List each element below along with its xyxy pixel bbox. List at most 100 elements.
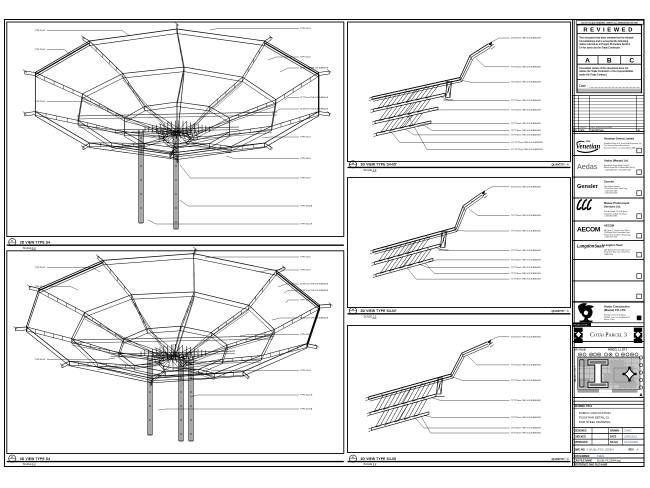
- svg-text:FIRST ISSUE FOR REVIEW: FIRST ISSUE FOR REVIEW: [591, 127, 613, 129]
- svg-text:t +853 2855 5388: t +853 2855 5388: [604, 215, 617, 218]
- svg-text:75*75*6mm THK G.M.S ANGLES: 75*75*6mm THK G.M.S ANGLES: [511, 122, 541, 125]
- svg-text:Avenida da Praia Grande No.665: Avenida da Praia Grande No.665: [604, 164, 629, 167]
- svg-text:Consultant review of this docu: Consultant review of this document does …: [579, 67, 628, 70]
- svg-text:This document has been reviewe: This document has been reviewed by the r…: [579, 37, 633, 40]
- svg-text:Gensler: Gensler: [577, 184, 599, 190]
- svg-text:3D VIEW TYPE S4: 3D VIEW TYPE S4: [20, 240, 50, 244]
- svg-text:Consultants(s) and is accorded: Consultants(s) and is accorded the follo…: [579, 40, 629, 43]
- svg-text:TYPE S4-05 B: TYPE S4-05 B: [300, 224, 313, 226]
- svg-text:LangdonSeah: LangdonSeah: [577, 244, 605, 249]
- svg-text:75*75*6mm THK G.M.S ANGLES: 75*75*6mm THK G.M.S ANGLES: [511, 99, 541, 102]
- svg-text:3D VIEW TYPE S4-05: 3D VIEW TYPE S4-05: [361, 457, 397, 461]
- svg-text:DWG NO: DWG NO: [574, 448, 585, 452]
- svg-text:75*75*6mm THK G.M.S ANGLES: 75*75*6mm THK G.M.S ANGLES: [511, 432, 541, 435]
- svg-text:TYPE S4-03: TYPE S4-03: [34, 359, 45, 361]
- svg-text:Aedas: Aedas: [577, 162, 598, 171]
- svg-text:75*75*6mm THK G.M.S ANGLES: 75*75*6mm THK G.M.S ANGLES: [511, 214, 541, 217]
- svg-text:CHECKED: CHECKED: [574, 435, 586, 438]
- svg-text:THE: THE: [585, 140, 590, 143]
- svg-text:Shatin, New Territories, Hong: Shatin, New Territories, Hong Kong: [604, 233, 630, 236]
- svg-text:under the Trade Contract.: under the Trade Contract.: [579, 73, 607, 76]
- svg-text:04: 04: [352, 162, 355, 165]
- svg-text:75*75*6mm THK G.M.S ANGLES: 75*75*6mm THK G.M.S ANGLES: [511, 65, 541, 68]
- svg-text:Services Ltd.: Services Ltd.: [604, 205, 621, 209]
- svg-text:t 2830 3500: t 2830 3500: [604, 253, 613, 256]
- svg-text:REV: REV: [629, 448, 635, 452]
- svg-text:AECOM: AECOM: [604, 224, 615, 228]
- svg-text:DATE: DATE: [610, 435, 617, 438]
- svg-text:01: 01: [11, 241, 14, 243]
- svg-text:26/F Hopewell Centre, 183 Quee: 26/F Hopewell Centre, 183 Queens: [604, 249, 631, 252]
- svg-text:TYPE S4-05: TYPE S4-05: [34, 49, 45, 51]
- svg-text:75*75*6mm THK G.M.S ANGLES: 75*75*6mm THK G.M.S ANGLES: [511, 272, 541, 275]
- svg-text:DATE: DATE: [580, 129, 586, 132]
- svg-text:Macau, China: Macau, China: [604, 319, 614, 321]
- svg-text:SCALE 1:2: SCALE 1:2: [364, 462, 377, 466]
- svg-text:TYPE S4-02: TYPE S4-02: [300, 57, 311, 59]
- svg-text:status referred to in Project: status referred to in Project Procedure …: [579, 43, 631, 46]
- svg-text:-: -: [599, 435, 600, 438]
- svg-text:181 Hoi Bun Road, Kwun Tong: 181 Hoi Bun Road, Kwun Tong: [604, 188, 627, 190]
- svg-text:04: 04: [352, 308, 355, 311]
- svg-text:TYPE S4-05: TYPE S4-05: [300, 257, 311, 259]
- svg-text:75*75*6mm THK G.M.S ANGLES: 75*75*6mm THK G.M.S ANGLES: [511, 81, 541, 84]
- svg-text:Aedas (Macau) Ltd.: Aedas (Macau) Ltd.: [604, 159, 629, 163]
- svg-text:3D VIEW TYPE S4-05': 3D VIEW TYPE S4-05': [361, 163, 398, 167]
- svg-text:75*75*6mm THK G.M.S ANGLES: 75*75*6mm THK G.M.S ANGLES: [511, 399, 541, 402]
- svg-text:SCALE 1:2: SCALE 1:2: [23, 246, 36, 250]
- svg-text:PARCEL 1, LOT 2: PARCEL 1, LOT 2: [608, 349, 628, 352]
- svg-text:TYPE S4-05: TYPE S4-05: [300, 270, 311, 272]
- svg-text:50*50*5mm THK G.M.S ANGLES: 50*50*5mm THK G.M.S ANGLES: [511, 185, 541, 188]
- svg-text:CAD FILE NAME: CAD FILE NAME: [574, 459, 592, 462]
- svg-text:relieve the Trade Contractor o: relieve the Trade Contractor of its resp…: [579, 70, 634, 73]
- svg-text:515UB_PS2_05004: 515UB_PS2_05004: [587, 448, 615, 452]
- svg-text:TYPE S4-05: TYPE S4-05: [300, 178, 311, 180]
- svg-text:-: -: [599, 441, 600, 444]
- svg-text:75*75*6mm THK G.M.S ANGLES: 75*75*6mm THK G.M.S ANGLES: [511, 379, 541, 382]
- svg-text:JOB NUMBER: JOB NUMBER: [574, 456, 590, 458]
- svg-text:COTAI PARCEL 3: COTAI PARCEL 3: [590, 332, 627, 338]
- svg-text:TYPE S4-02: TYPE S4-02: [34, 101, 45, 103]
- svg-text:CHAO: CHAO: [624, 429, 632, 433]
- svg-text:Hsabo Construction: Hsabo Construction: [604, 305, 630, 309]
- svg-text:f +852 2505 6608: f +852 2505 6608: [604, 193, 617, 195]
- svg-text:PROJECT TITLE: PROJECT TITLE: [574, 324, 589, 326]
- svg-text:FOUNTAIN DETAIL 01: FOUNTAIN DETAIL 01: [579, 416, 610, 420]
- svg-text:Gensler: Gensler: [604, 180, 614, 184]
- svg-text:FOR STEEL DRAWING: FOR STEEL DRAWING: [579, 420, 611, 424]
- svg-text:50*50*5mm THK G.M.S ANGLES: 50*50*5mm THK G.M.S ANGLES: [300, 283, 329, 286]
- svg-text:5.4 for action by the Trade Co: 5.4 for action by the Trade Contractor.: [579, 46, 621, 49]
- svg-text:TYPE S4-04: TYPE S4-04: [300, 158, 311, 160]
- svg-text:51520: 51520: [597, 455, 605, 458]
- svg-text:QUANTITY : 4: QUANTITY : 4: [552, 309, 570, 313]
- svg-text:50*50*5mm THK G.M.S ANGLES: 50*50*5mm THK G.M.S ANGLES: [511, 37, 541, 40]
- svg-text:515UB_PS_05004.dwg: 515UB_PS_05004.dwg: [597, 460, 622, 462]
- svg-text:75*75*6mm THK G.M.S ANGLES: 75*75*6mm THK G.M.S ANGLES: [511, 416, 541, 419]
- svg-text:75*75*6mm THK G.M.S ANGLES: 75*75*6mm THK G.M.S ANGLES: [511, 427, 541, 430]
- svg-text:REFERENCE DWG FILE NAME: REFERENCE DWG FILE NAME: [574, 464, 608, 467]
- svg-text:Edificio Great Will, 12 Andar: Edificio Great Will, 12 Andar A&B, Macau: [604, 166, 635, 169]
- svg-text:L75 75*75mm THK G.M.S ANGLES: L75 75*75mm THK G.M.S ANGLES: [511, 141, 543, 144]
- svg-text:A: A: [573, 126, 575, 129]
- svg-text:DESIGNED: DESIGNED: [574, 430, 587, 433]
- svg-text:50*50*5mm THK G.M.S ANGLES: 50*50*5mm THK G.M.S ANGLES: [511, 335, 541, 338]
- svg-text:Industriais, 11 And. E-F, Maca: Industriais, 11 And. E-F, Macau: [604, 212, 627, 215]
- svg-text:Venetian: Venetian: [576, 144, 601, 151]
- svg-text:Rua de Xangai 175, Edf. Assoc.: Rua de Xangai 175, Edf. Assoc.: [604, 210, 628, 213]
- svg-text:L75 75*75mm THK G.M.S ANGLES: L75 75*75mm THK G.M.S ANGLES: [511, 148, 543, 151]
- svg-text:TYPE S4-05: TYPE S4-05: [34, 267, 45, 269]
- svg-text:Two Harbour Square: Two Harbour Square: [604, 185, 620, 188]
- svg-text:t +852 2505 5088: t +852 2505 5088: [604, 189, 617, 192]
- svg-text:TYPE S4-03: TYPE S4-03: [300, 137, 311, 139]
- svg-text:229/263, Com. Lee Loy Bldg 4D-: 229/263, Com. Lee Loy Bldg 4D-F: [604, 317, 630, 319]
- svg-text:19/06/2015: 19/06/2015: [624, 434, 638, 438]
- svg-text:75*75*6mm THK G.M.S ANGLES: 75*75*6mm THK G.M.S ANGLES: [511, 266, 541, 269]
- svg-text:75*75*6mm THK G.M.S ANGLES: 75*75*6mm THK G.M.S ANGLES: [511, 258, 541, 261]
- svg-text:AS SHOWN: AS SHOWN: [624, 440, 638, 444]
- svg-text:8/F, Tower 2, Grand Central Pl: 8/F, Tower 2, Grand Central Plaza: [604, 229, 629, 232]
- svg-text:SCALE: SCALE: [610, 441, 619, 444]
- svg-text:Estrada da Baia de N. Senhora: Estrada da Baia de N. Senhora da Esperan…: [604, 142, 641, 145]
- svg-text:The Venetian Macao-Resort-Hote: The Venetian Macao-Resort-Hotel: [604, 144, 630, 147]
- svg-text:QUANTITY : 4: QUANTITY : 4: [552, 457, 570, 461]
- svg-text:75*75*6mm THK G.M.S ANGLES: 75*75*6mm THK G.M.S ANGLES: [511, 129, 541, 132]
